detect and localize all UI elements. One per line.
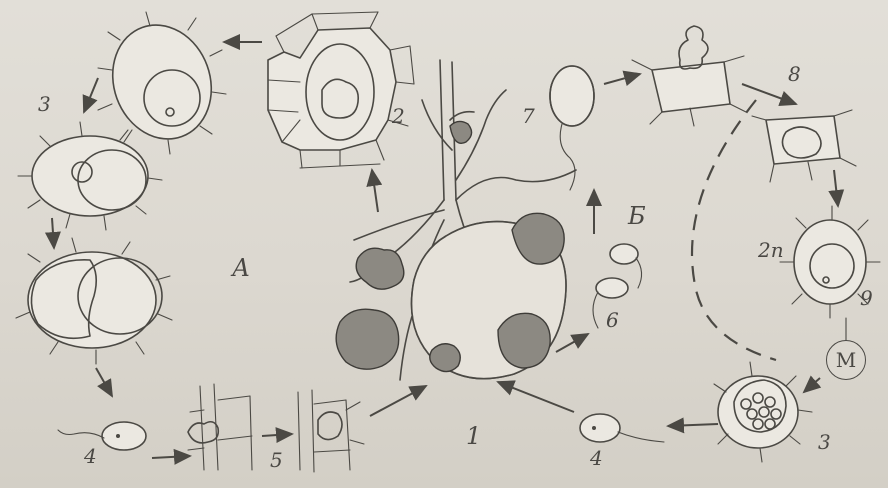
label-3-left: 3 (38, 94, 51, 114)
arrow-m-to-stage-3 (804, 378, 820, 392)
label-7: 7 (522, 106, 535, 126)
mature-sporangium-left (16, 238, 172, 364)
label-M: М (826, 340, 866, 380)
label-4-bottom: 4 (590, 448, 603, 468)
zoospore-stage-4-left (58, 422, 146, 450)
arrow-to-plant (370, 386, 426, 416)
label-5: 5 (270, 450, 283, 470)
cell-penetration (632, 26, 746, 126)
infected-cell-stage-5 (298, 390, 364, 472)
germinating-spore-stage-3 (18, 122, 162, 230)
arrow-to-stage-2 (372, 170, 378, 212)
arrow-plant-to-b (556, 334, 588, 352)
arrow-to-penetration (604, 74, 640, 84)
label-6: 6 (606, 310, 619, 330)
arrow-to-zoospore-bottom (668, 424, 718, 426)
label-8: 8 (788, 64, 801, 84)
arrow-to-stage-5a (152, 456, 190, 458)
arrow-to-zoospore-left (96, 368, 112, 396)
label-A: А (232, 256, 250, 280)
arrow-to-stage-5b (262, 434, 292, 436)
arrow-to-mature-spore (52, 218, 54, 248)
label-9: 9 (860, 288, 873, 308)
arrow-to-stage-2n (834, 170, 838, 206)
resting-sporangium-top (97, 11, 227, 154)
meiosis-dashed-path (692, 100, 776, 360)
arrow-zoospore-to-plant (498, 382, 574, 412)
label-B: Б (628, 204, 646, 228)
zoospore-stage-4-bottom (580, 414, 664, 442)
label-2: 2 (392, 106, 405, 126)
sporangium-stage-3-right (714, 362, 812, 462)
label-4-left: 4 (84, 446, 97, 466)
infected-cell-stage-8 (752, 110, 856, 182)
label-2n: 2n (758, 240, 784, 260)
label-3-right: 3 (818, 432, 831, 452)
infected-tissue-stage-2 (268, 12, 414, 168)
arrow-to-stage-3-left (84, 78, 98, 112)
root-hair-infection-stage-5 (188, 384, 252, 470)
label-1: 1 (466, 424, 481, 448)
arrow-to-stage-8 (742, 84, 796, 104)
